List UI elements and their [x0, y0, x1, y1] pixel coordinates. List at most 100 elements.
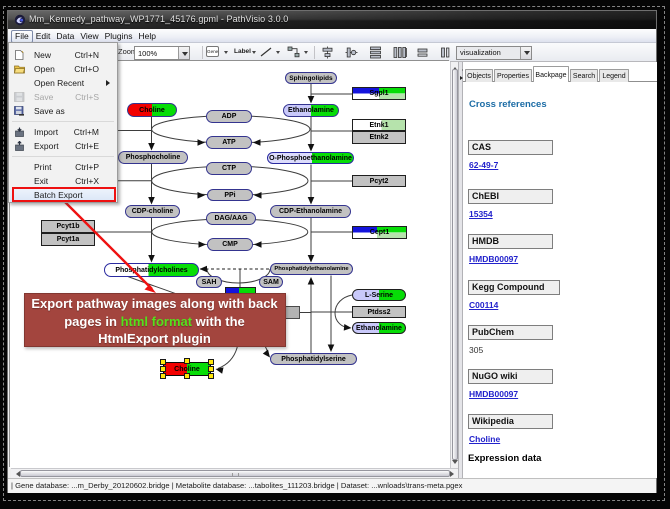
crossref-link[interactable]: 62-49-7 — [469, 160, 499, 170]
scroll-down-icon[interactable] — [452, 459, 459, 467]
arrowhead — [262, 349, 270, 358]
arrowhead — [199, 265, 207, 273]
align-middle-button[interactable] — [345, 46, 358, 59]
zoom-dropdown-arrow-icon[interactable] — [178, 47, 189, 59]
pathway-node-dag-aag[interactable]: DAG/AAG — [206, 212, 256, 225]
selection-border — [3, 6, 665, 501]
pathway-node-pcyt1b[interactable]: Pcyt1b — [41, 220, 95, 233]
pathway-node-cept1[interactable]: Cept1 — [352, 226, 407, 239]
pathway-node-pcyt2[interactable]: Pcyt2 — [352, 175, 406, 187]
tab-backpage[interactable]: Backpage — [533, 66, 569, 82]
tab-search[interactable]: Search — [570, 69, 598, 82]
pathway-node-ptdss2[interactable]: Ptdss2 — [352, 306, 406, 318]
pathway-node-pcyt1a[interactable]: Pcyt1a — [41, 233, 95, 246]
crossref-link[interactable]: Choline — [469, 434, 501, 444]
pathway-node-etnk1[interactable]: Etnk1 — [352, 119, 406, 131]
visualization-combobox[interactable]: visualization — [456, 45, 532, 60]
pathway-node-cmp[interactable]: CMP — [207, 238, 253, 251]
pathway-node-ppi[interactable]: PPi — [207, 189, 253, 201]
gene-tool-button[interactable]: Gene — [206, 46, 228, 59]
pathway-node-phosphocholine[interactable]: Phosphocholine — [118, 151, 188, 164]
open-folder-icon — [14, 64, 25, 74]
selection-handle[interactable] — [207, 358, 214, 365]
distribute-horizontal-button[interactable] — [393, 46, 407, 59]
menu-data[interactable]: Data — [56, 30, 75, 41]
pathway-node-ethanolamine-bottom[interactable]: Ethanolamine — [352, 322, 406, 334]
horizontal-scroll-thumb[interactable] — [20, 470, 450, 477]
canvas-vertical-scrollbar[interactable] — [450, 62, 459, 468]
match-height-icon — [441, 47, 450, 58]
arrowhead — [148, 255, 155, 263]
pathway-node-o-phosphoethanolamine[interactable]: O-Phosphoethanolamine — [267, 152, 354, 164]
pathway-node-sgpl1[interactable]: Sgpl1 — [352, 87, 406, 100]
pathway-node-adp[interactable]: ADP — [206, 110, 252, 123]
pathway-node-phosphatidylserine[interactable]: Phosphatidylserine — [270, 353, 357, 365]
pathway-node-sam[interactable]: SAM — [259, 276, 283, 288]
label-tool-button[interactable]: Label — [234, 46, 256, 59]
vertical-scroll-thumb[interactable] — [451, 69, 458, 460]
crossref-link[interactable]: HMDB00097 — [469, 254, 519, 264]
menu-help[interactable]: Help — [138, 30, 156, 41]
menu-plugins[interactable]: Plugins — [104, 30, 133, 41]
crossref-link[interactable]: HMDB00097 — [469, 389, 519, 399]
pathway-node-atp[interactable]: ATP — [206, 136, 252, 149]
selection-handle[interactable] — [159, 358, 166, 365]
pathway-node-ctp[interactable]: CTP — [206, 162, 252, 175]
pathway-node-ethanolamine-top[interactable]: Ethanolamine — [283, 104, 339, 117]
file-menu-item-save-as[interactable]: Save as — [10, 104, 116, 118]
crossref-link[interactable]: 15354 — [469, 208, 493, 219]
connector-tool-button[interactable] — [287, 46, 308, 59]
pathway-node-l-serine[interactable]: L-Serine — [352, 289, 406, 301]
collapse-right-icon[interactable] — [459, 76, 465, 80]
pathway-node-sphingolipids[interactable]: Sphingolipids — [285, 72, 337, 84]
selection-handle[interactable] — [159, 365, 166, 372]
pathway-node-sah[interactable]: SAH — [196, 276, 222, 288]
scroll-left-icon[interactable] — [13, 471, 20, 477]
tab-legend[interactable]: Legend — [599, 69, 629, 82]
menu-item-label: Save — [34, 92, 54, 102]
match-height-button[interactable] — [439, 46, 452, 59]
pathway-node-cdp-choline[interactable]: CDP-choline — [125, 205, 180, 218]
batch-export-highlight-box — [11, 186, 116, 202]
file-menu-item-open-recent[interactable]: Open Recent — [10, 76, 116, 90]
node-label: O-Phosphoethanolamine — [269, 154, 352, 162]
pathway-node-phosphatidylethanolamine[interactable]: Phosphatidylethanolamine — [270, 263, 353, 275]
crossref-link[interactable]: C00114 — [469, 300, 499, 310]
visualization-dropdown-arrow-icon[interactable] — [520, 46, 531, 59]
align-center-button[interactable] — [321, 46, 334, 59]
pathway-node-cdp-ethanolamine[interactable]: CDP-Ethanolamine — [270, 205, 351, 218]
selection-handle[interactable] — [183, 358, 190, 364]
selection-handle[interactable] — [207, 372, 214, 379]
tab-objects[interactable]: Objects — [465, 69, 493, 82]
menu-edit[interactable]: Edit — [35, 30, 51, 41]
selection-handle[interactable] — [159, 372, 166, 379]
menu-view[interactable]: View — [80, 30, 99, 41]
menu-file[interactable]: File — [11, 29, 33, 43]
pathway-node-anchor-box[interactable] — [284, 306, 300, 319]
pathway-node-etnk2[interactable]: Etnk2 — [352, 131, 406, 144]
selection-handle[interactable] — [183, 372, 190, 379]
pathway-node-phosphatidylcholines[interactable]: Phosphatidylcholines — [104, 263, 199, 277]
distribute-vertical-button[interactable] — [369, 46, 382, 59]
line-tool-button[interactable] — [260, 46, 280, 59]
file-menu-item-batch-export[interactable]: Batch Export — [10, 188, 116, 202]
selection-handle[interactable] — [207, 365, 214, 372]
titlebar[interactable]: Mm_Kennedy_pathway_WP1771_45176.gpml - P… — [8, 11, 656, 29]
tab-properties[interactable]: Properties — [494, 69, 532, 82]
pathway-node-choline-top[interactable]: Choline — [127, 103, 177, 117]
canvas-horizontal-scrollbar[interactable] — [11, 468, 458, 478]
match-width-button[interactable] — [416, 46, 429, 59]
scroll-right-icon[interactable] — [449, 471, 457, 477]
scroll-up-icon[interactable] — [452, 64, 459, 71]
menu-item-label: Import — [34, 127, 59, 137]
zoom-combobox[interactable]: 100% — [134, 46, 190, 60]
